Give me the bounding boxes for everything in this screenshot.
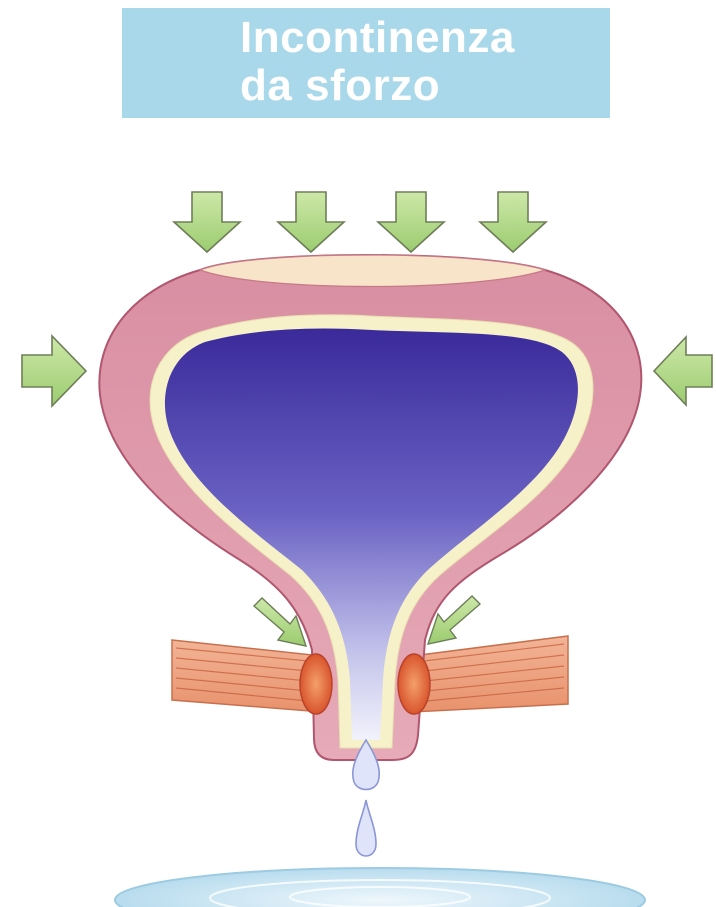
arrow-icon <box>174 192 546 252</box>
muscle-right <box>412 636 568 712</box>
drop-icon <box>353 740 380 856</box>
sphincter-right <box>398 654 430 714</box>
sphincter-left <box>300 654 332 714</box>
muscle-left <box>172 640 322 712</box>
